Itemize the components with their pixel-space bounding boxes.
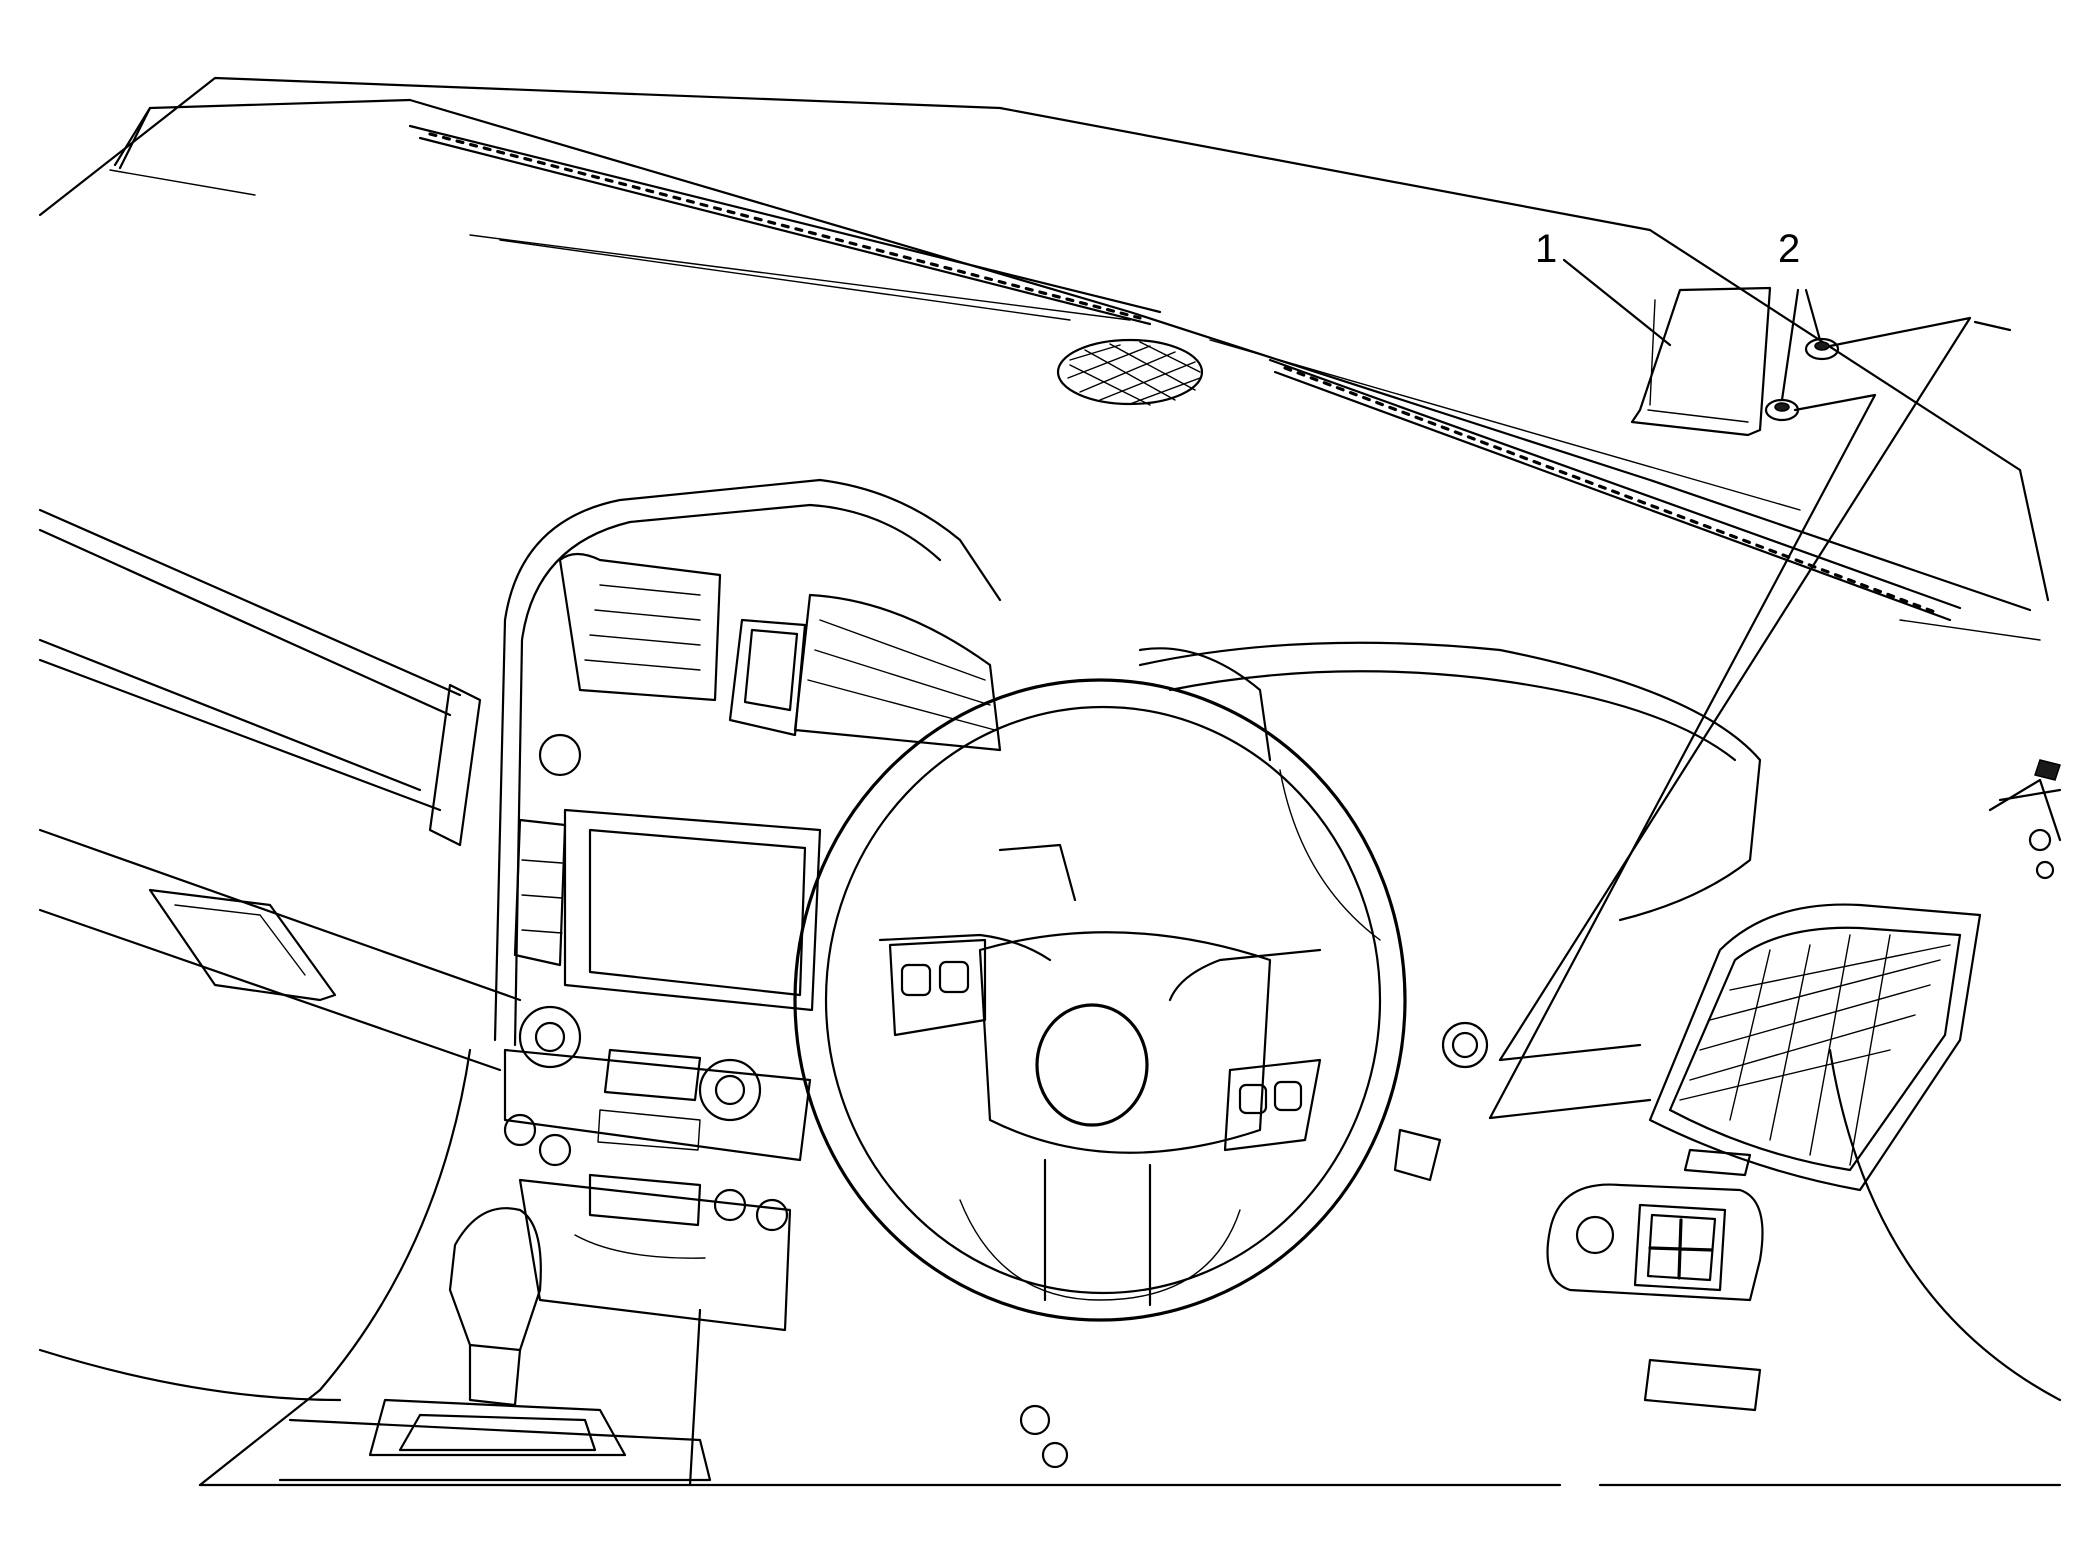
passenger-dash <box>38 508 522 1072</box>
switch-panel <box>1546 1183 1764 1302</box>
callout-2: 2 <box>1778 227 1800 271</box>
fastener-upper <box>1804 337 1840 361</box>
steering-column <box>998 647 1489 1469</box>
steering-wheel <box>793 678 1407 1322</box>
instrument-hood <box>1138 641 1762 941</box>
right-edge <box>1643 759 2062 1412</box>
speaker-grille <box>1056 338 1204 406</box>
callout-1: 1 <box>1535 227 1557 271</box>
defrost-vent-right <box>1268 358 1962 622</box>
lower-console <box>38 1048 2062 1487</box>
sensor-cover <box>1630 286 1772 437</box>
leader-lines <box>1488 258 2012 1120</box>
defrost-vent-left <box>408 124 1162 326</box>
gear-shifter <box>278 1207 712 1482</box>
center-stack <box>493 478 1002 1332</box>
dash-top-pad <box>38 76 2050 641</box>
driver-side-vent <box>1648 903 1982 1192</box>
fastener-lower <box>1764 398 1800 422</box>
